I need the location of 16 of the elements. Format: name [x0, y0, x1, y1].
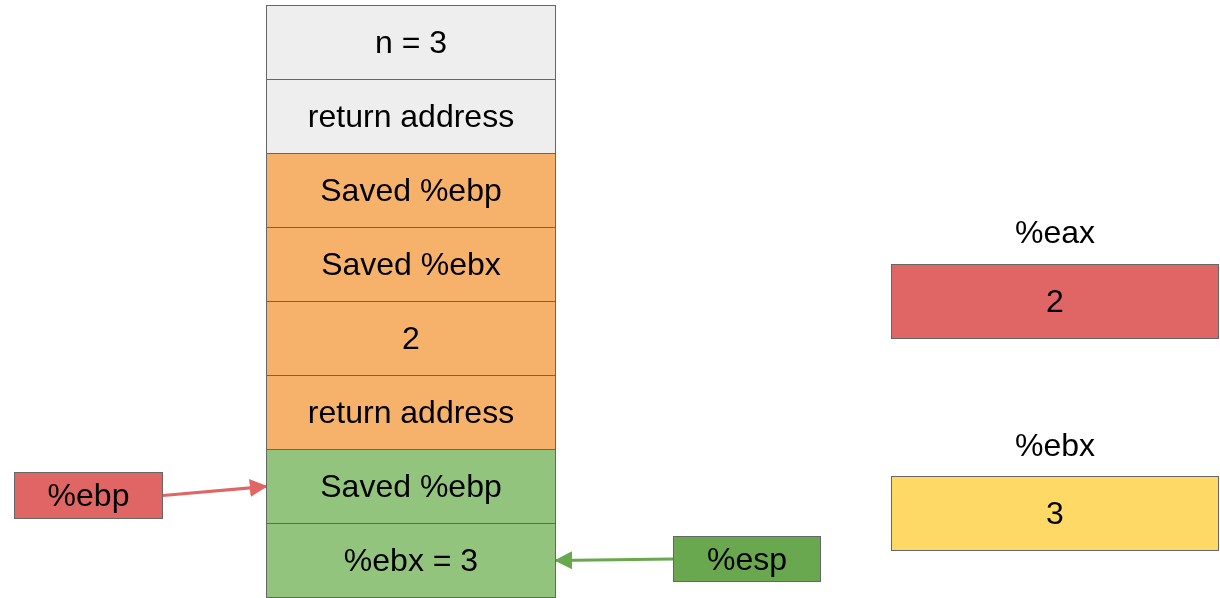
pointer-label-box: %ebp	[14, 472, 163, 519]
stack-slot: Saved %ebp	[266, 449, 556, 524]
stack-slot: Saved %ebx	[266, 227, 556, 302]
stack-slot: %ebx = 3	[266, 523, 556, 598]
stack-slot: n = 3	[266, 5, 556, 80]
arrow	[162, 478, 268, 497]
stack-slot: return address	[266, 79, 556, 154]
stack-slot: Saved %ebp	[266, 153, 556, 228]
register-box: 3	[891, 476, 1219, 551]
register-name: %eax	[1013, 214, 1096, 251]
register-name: %ebx	[1013, 427, 1096, 464]
stack-slot: 2	[266, 301, 556, 376]
pointer-label-box: %esp	[673, 536, 821, 582]
register-box: 2	[891, 264, 1219, 339]
arrow	[554, 551, 674, 570]
stack-slot: return address	[266, 375, 556, 450]
